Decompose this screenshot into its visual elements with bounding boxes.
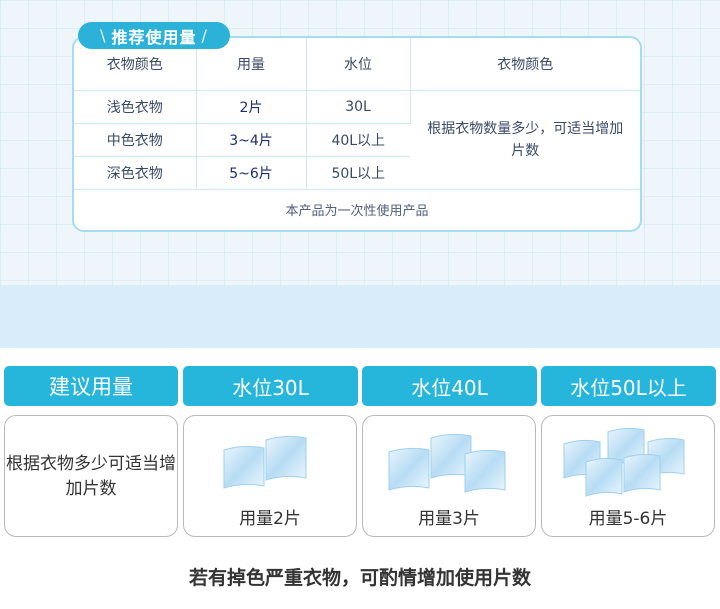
usage-header-row: 建议用量 水位30L 水位40L 水位50L以上	[4, 366, 716, 406]
footer-cell: 本产品为一次性使用产品	[285, 204, 429, 219]
usage-card-suggest: 根据衣物多少可适当增加片数	[4, 415, 178, 537]
slash-decoration: \	[100, 26, 107, 45]
sheet-icon	[265, 435, 307, 481]
water-cell: 40L以上	[306, 123, 410, 157]
water-cell: 30L	[306, 90, 411, 124]
header-cell: 水位	[306, 38, 411, 91]
sheet-6-icon	[563, 427, 685, 497]
table-row: 深色衣物 5~6片 50L以上	[74, 156, 640, 190]
sheet-icon	[223, 445, 265, 489]
usage-label-56: 用量5-6片	[588, 509, 668, 529]
usage-note: 根据衣物多少可适当增加片数	[6, 454, 176, 499]
usage-card-30l: 用量2片	[183, 415, 357, 537]
water-cell: 50L以上	[306, 156, 410, 190]
dosage-table-card: 衣物颜色 用量 水位 衣物颜色 浅色衣物 2片 30L 根据衣物数量多少，可适当…	[72, 36, 642, 232]
usage-header-40l: 水位40L	[362, 366, 537, 406]
color-cell: 深色衣物	[74, 156, 197, 190]
table-footer-row: 本产品为一次性使用产品	[74, 190, 640, 230]
bottom-note: 若有掉色严重衣物，可酌情增加使用片数	[188, 567, 531, 589]
recommend-tag-label: 推荐使用量	[111, 27, 197, 47]
slash-decoration: /	[201, 26, 208, 45]
color-cell: 中色衣物	[74, 123, 197, 157]
sheet-icon	[464, 449, 506, 493]
usage-label-3: 用量3片	[418, 509, 480, 529]
color-cell: 浅色衣物	[74, 90, 197, 124]
note-cell: 根据衣物数量多少，可适当增加片数	[410, 90, 640, 190]
usage-card-40l: 用量3片	[362, 415, 536, 537]
dosage-table: 衣物颜色 用量 水位 衣物颜色 浅色衣物 2片 30L 根据衣物数量多少，可适当…	[74, 38, 640, 229]
usage-header-suggest: 建议用量	[4, 366, 178, 406]
usage-card-50l: 用量5-6片	[541, 415, 715, 537]
usage-header-30l: 水位30L	[183, 366, 358, 406]
usage-header-50l: 水位50L以上	[541, 366, 716, 406]
dose-cell: 2片	[196, 90, 307, 124]
sheet-icon	[585, 457, 623, 497]
recommend-tag: \ 推荐使用量 /	[78, 22, 230, 49]
table-header-row: 衣物颜色 用量 水位 衣物颜色	[74, 38, 640, 91]
divider-band	[0, 285, 720, 348]
usage-label-2: 用量2片	[239, 509, 301, 529]
sheet-2-icon	[223, 435, 307, 489]
table-row: 浅色衣物 2片 30L 根据衣物数量多少，可适当增加片数	[74, 90, 640, 190]
sheet-icon	[388, 447, 430, 491]
header-cell: 衣物颜色	[410, 38, 640, 91]
dose-cell: 5~6片	[196, 156, 307, 190]
dose-cell: 3~4片	[196, 123, 307, 157]
table-row: 中色衣物 3~4片 40L以上	[74, 123, 640, 157]
sheet-3-icon	[388, 433, 506, 493]
sheet-icon	[623, 453, 661, 493]
